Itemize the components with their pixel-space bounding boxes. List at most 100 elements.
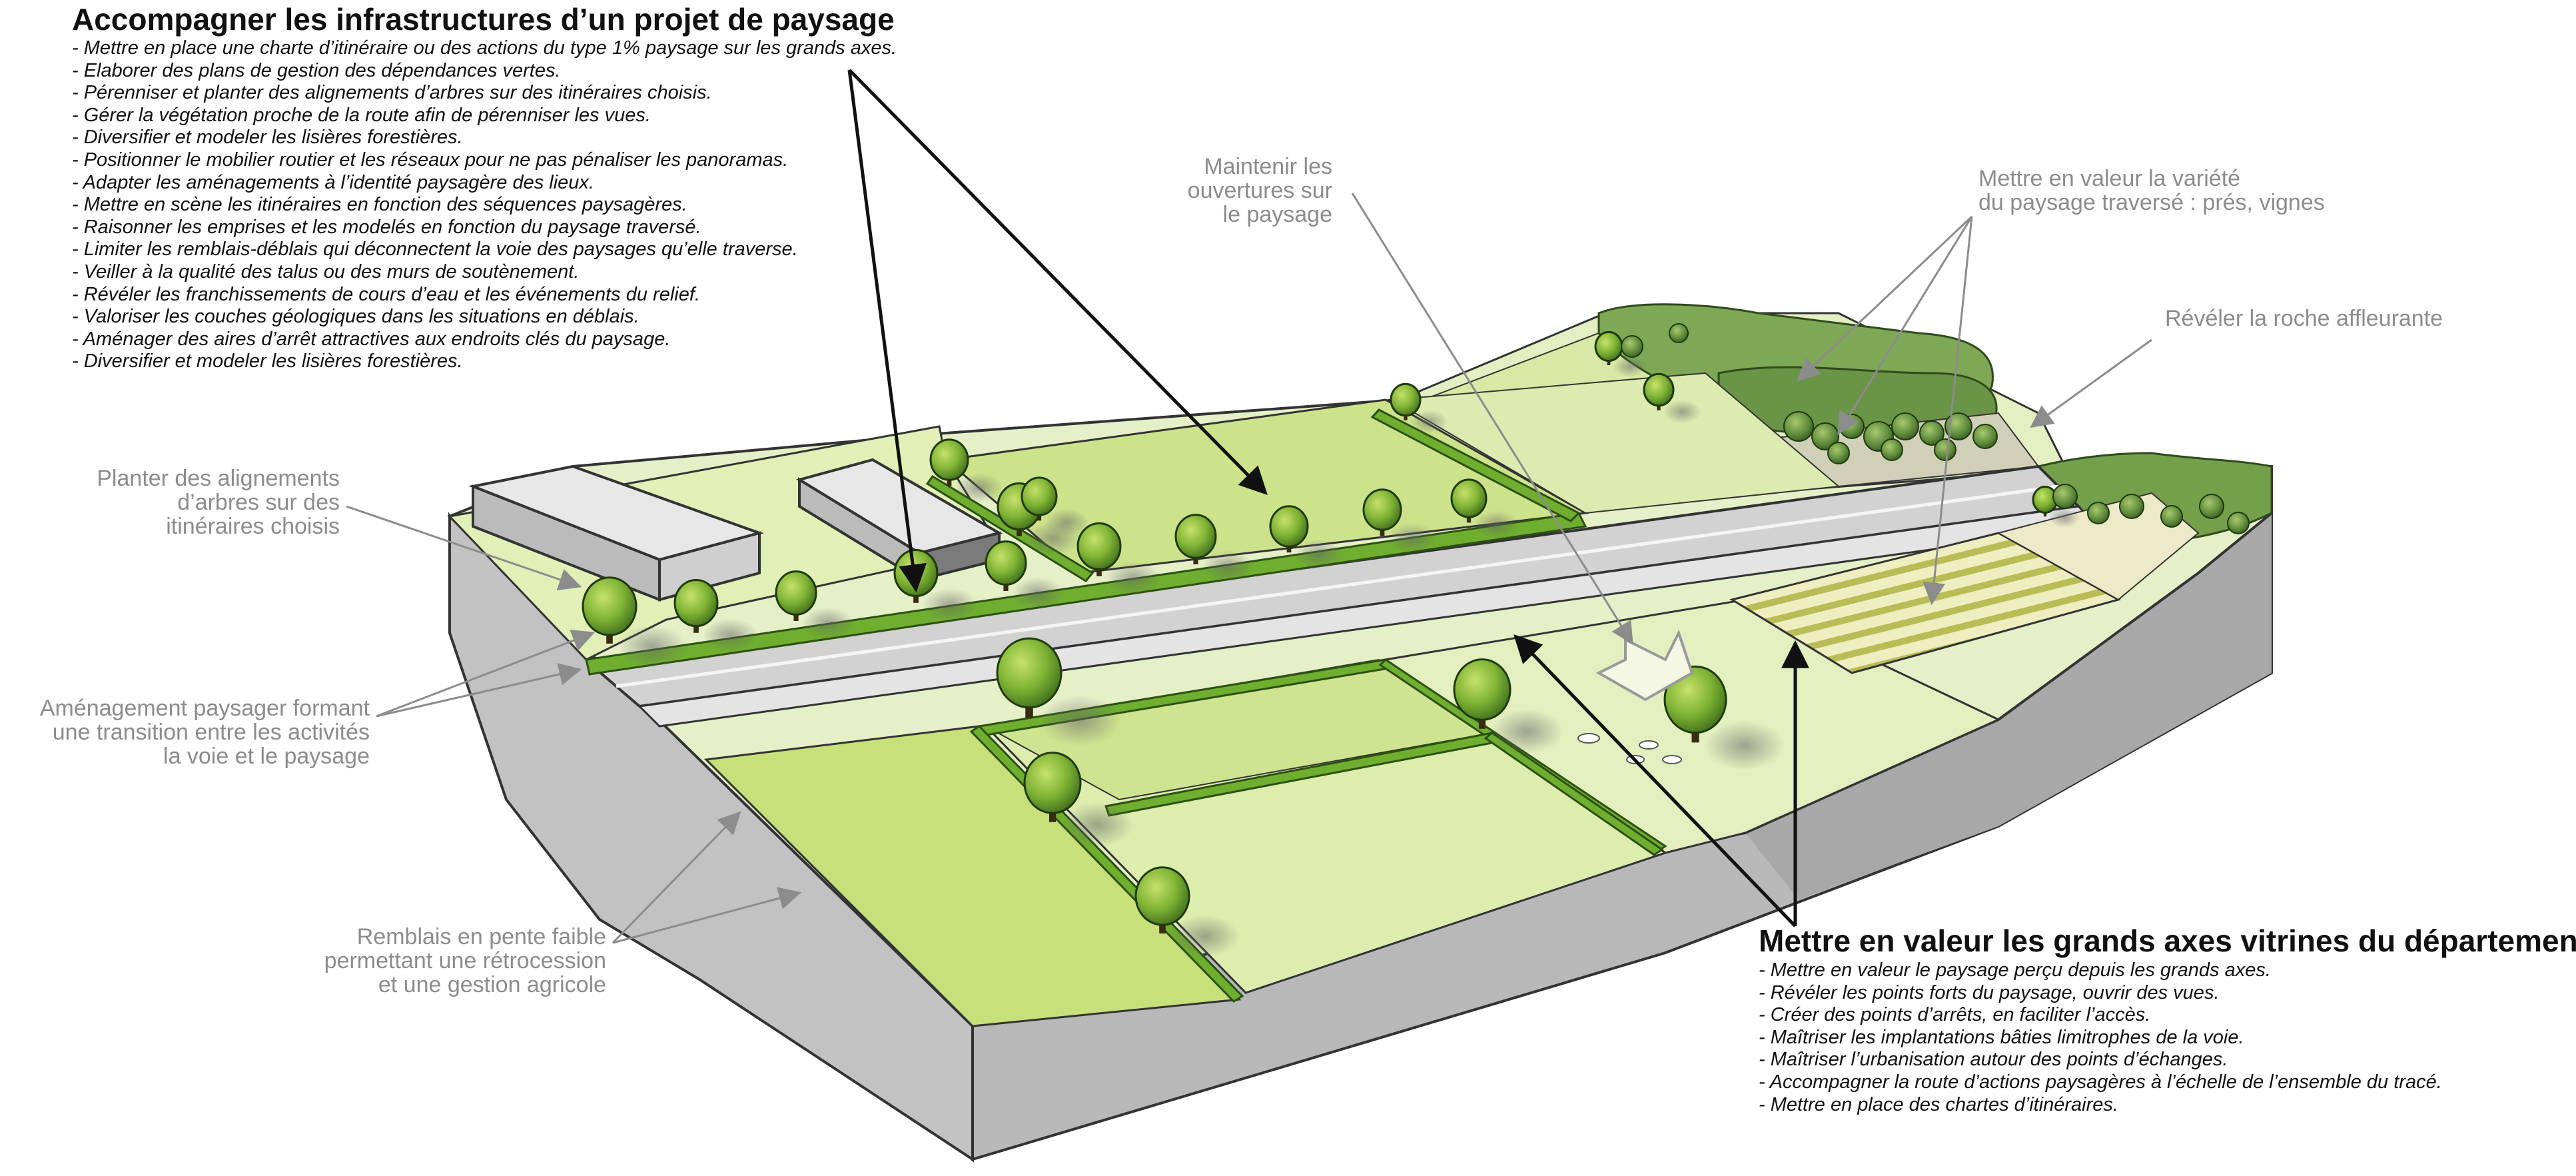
tree-shadow bbox=[618, 625, 687, 668]
tree-shadow bbox=[1012, 577, 1064, 609]
arrow-vitrines-to-hedge bbox=[1513, 634, 1797, 927]
list-item: - Mettre en place une charte d’itinérair… bbox=[72, 37, 897, 59]
arrow-remblais-b bbox=[612, 887, 802, 944]
list-item: - Maîtriser les implantations bâties lim… bbox=[1759, 1026, 2244, 1048]
tree bbox=[1453, 658, 1511, 729]
bush bbox=[2119, 494, 2144, 519]
tree-shadow bbox=[802, 607, 854, 639]
label-remblais: Remblais en pente faible permettant une … bbox=[324, 925, 606, 997]
label-line: le paysage bbox=[1222, 202, 1332, 227]
tree bbox=[1390, 382, 1422, 420]
arrow-remblais-a bbox=[612, 811, 741, 944]
list-item: - Gérer la végétation proche de la route… bbox=[72, 104, 651, 126]
tree-shadow bbox=[1613, 356, 1647, 377]
list-item: - Révéler les points forts du paysage, o… bbox=[1759, 981, 2220, 1003]
tree bbox=[1174, 514, 1217, 564]
tree bbox=[673, 578, 719, 633]
label-line: Maintenir les bbox=[1204, 154, 1332, 179]
bush bbox=[2227, 512, 2250, 534]
arrow-amenagement-b bbox=[376, 663, 582, 718]
label-amenagement-paysager: Aménagement paysager formant une transit… bbox=[40, 696, 370, 768]
tree bbox=[1134, 866, 1190, 933]
list-item: - Elaborer des plans de gestion des dépe… bbox=[72, 59, 561, 81]
tree bbox=[582, 576, 638, 644]
label-variete-paysage: Mettre en valeur la variété du paysage t… bbox=[1978, 167, 2325, 215]
arrow-amenagement-a bbox=[376, 630, 596, 718]
annotation-arrows-black bbox=[847, 69, 1809, 927]
list-item: - Révéler les franchissements de cours d… bbox=[72, 283, 700, 305]
label-line: permettant une rétrocession bbox=[324, 948, 606, 973]
tree-shadow bbox=[702, 618, 758, 652]
arrow-variete-c bbox=[1923, 216, 1973, 606]
label-line: Remblais en pente faible bbox=[356, 924, 606, 949]
tree bbox=[1076, 522, 1122, 576]
tree-shadow bbox=[1490, 709, 1563, 754]
bush bbox=[2199, 494, 2224, 519]
arrow-infra-to-field bbox=[848, 69, 1268, 495]
road-median bbox=[616, 484, 2059, 688]
bush bbox=[2160, 505, 2183, 528]
tree bbox=[1362, 488, 1402, 536]
list-item: - Pérenniser et planter des alignements … bbox=[72, 82, 712, 104]
label-line: Planter des alignements bbox=[97, 466, 340, 491]
field-south-left bbox=[703, 725, 1242, 1027]
tree bbox=[775, 570, 817, 621]
tree-shadow bbox=[1044, 508, 1090, 536]
label-line: Révéler la roche affleurante bbox=[2165, 306, 2443, 331]
list-item: - Mettre en scène les itinéraires en fon… bbox=[72, 194, 687, 216]
field-north-right bbox=[1390, 372, 1841, 514]
bush bbox=[1827, 442, 1850, 464]
tree bbox=[1450, 478, 1488, 523]
label-ouvertures: Maintenir les ouvertures sur le paysage bbox=[1188, 155, 1332, 227]
vitrines-action-list: - Mettre en valeur le paysage perçu depu… bbox=[1759, 959, 2442, 1116]
label-line: du paysage traversé : prés, vignes bbox=[1978, 190, 2325, 215]
label-line: Mettre en valeur la variété bbox=[1978, 166, 2241, 191]
vitrines-title: Mettre en valeur les grands axes vitrine… bbox=[1759, 923, 2576, 958]
list-item: - Veiller à la qualité des talus ou des … bbox=[72, 261, 580, 283]
arrow-infra-to-trees bbox=[847, 69, 927, 593]
bush bbox=[1783, 411, 1814, 442]
list-item: - Accompagner la route d’actions paysagè… bbox=[1759, 1071, 2442, 1093]
tree-shadow bbox=[1704, 721, 1785, 770]
tree-shadow bbox=[1410, 410, 1448, 434]
list-item: - Diversifier et modeler les lisières fo… bbox=[72, 127, 463, 149]
tree bbox=[1023, 752, 1082, 822]
tree bbox=[985, 540, 1027, 591]
viewpoint-arrow bbox=[1595, 629, 1694, 702]
annotation-arrows-grey bbox=[346, 193, 2152, 944]
list-item: - Limiter les remblais-déblais qui décon… bbox=[72, 239, 798, 261]
tree bbox=[929, 438, 969, 486]
tree bbox=[996, 637, 1063, 718]
bush bbox=[1919, 420, 1944, 446]
tree-shadow bbox=[1039, 695, 1122, 747]
arrow-planter bbox=[346, 505, 582, 591]
label-line: une transition entre les activités bbox=[52, 720, 370, 745]
list-item: - Valoriser les couches géologiques dans… bbox=[72, 306, 640, 328]
bush bbox=[2052, 484, 2078, 509]
arrow-variete-a bbox=[1797, 215, 1973, 382]
tree bbox=[1663, 665, 1727, 743]
tree-shadow bbox=[1388, 522, 1437, 553]
tree-shadow bbox=[1294, 539, 1344, 570]
tree-shadow bbox=[955, 472, 1004, 503]
list-item: - Adapter les aménagements à l’identité … bbox=[72, 171, 594, 193]
tree bbox=[1021, 476, 1058, 521]
arrow-roche bbox=[2030, 338, 2152, 428]
bush bbox=[1881, 438, 1903, 461]
bush bbox=[1811, 422, 1839, 450]
label-line: d’arbres sur des bbox=[177, 490, 340, 515]
bush-group bbox=[1621, 323, 2250, 534]
bush bbox=[2087, 502, 2110, 524]
label-line: la voie et le paysage bbox=[163, 744, 370, 769]
list-item: - Maîtriser l’urbanisation autour des po… bbox=[1759, 1049, 2228, 1071]
bush bbox=[1972, 424, 1998, 449]
infrastructure-title: Accompagner les infrastructures d’un pro… bbox=[72, 2, 895, 37]
label-line: Aménagement paysager formant bbox=[39, 696, 370, 721]
bush bbox=[1621, 335, 1643, 358]
arrow-ouvertures bbox=[1351, 193, 1633, 645]
list-item: - Diversifier et modeler les lisières fo… bbox=[72, 350, 463, 372]
label-roche-affleurante: Révéler la roche affleurante bbox=[2165, 306, 2443, 330]
tree-shadow bbox=[1170, 915, 1240, 957]
tree-shadow bbox=[1105, 561, 1161, 596]
